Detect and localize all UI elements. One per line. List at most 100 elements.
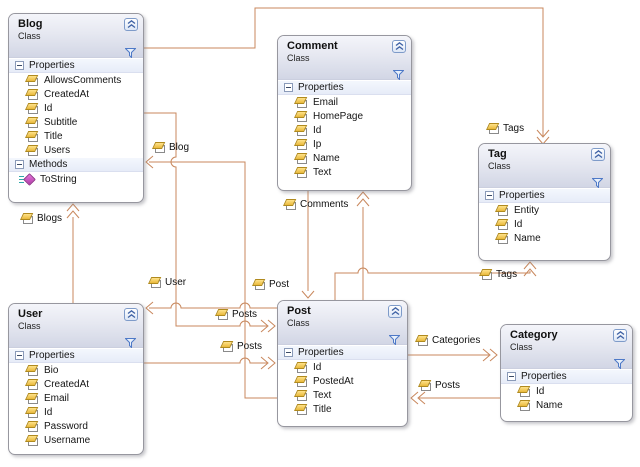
filter-icon[interactable]: [613, 356, 626, 370]
properties-section-header[interactable]: Properties: [278, 80, 411, 95]
collapse-section-icon[interactable]: [284, 83, 293, 92]
property-icon: [20, 213, 33, 224]
association-label-tags-top[interactable]: Tags: [486, 122, 524, 134]
property-row[interactable]: Text: [278, 165, 411, 179]
property-icon: [294, 139, 307, 150]
properties-section-header[interactable]: Properties: [479, 188, 610, 203]
association-post-user[interactable]: [145, 301, 277, 315]
association-label-posts-from-user[interactable]: Posts: [220, 340, 262, 352]
collapse-button[interactable]: [388, 305, 402, 318]
class-stereotype: Class: [488, 161, 511, 171]
class-category[interactable]: Category Class Properties Id Name: [500, 324, 633, 422]
collapse-button[interactable]: [591, 148, 605, 161]
collapse-section-icon[interactable]: [485, 191, 494, 200]
property-row[interactable]: HomePage: [278, 109, 411, 123]
property-icon: [215, 309, 228, 320]
property-row[interactable]: Id: [9, 101, 143, 115]
property-row[interactable]: Title: [9, 129, 143, 143]
property-label: Title: [44, 130, 63, 142]
property-row[interactable]: Id: [501, 384, 632, 398]
class-header: Category Class: [501, 325, 632, 370]
property-row[interactable]: Password: [9, 419, 143, 433]
property-label: Id: [536, 385, 545, 397]
collapse-button[interactable]: [392, 40, 406, 53]
collapse-section-icon[interactable]: [15, 351, 24, 360]
association-label-tags-bottom[interactable]: Tags: [479, 268, 517, 280]
association-user-blogs[interactable]: [66, 203, 80, 303]
property-label: Email: [313, 96, 339, 108]
filter-icon[interactable]: [591, 175, 604, 189]
collapse-section-icon[interactable]: [15, 61, 24, 70]
property-row[interactable]: CreatedAt: [9, 377, 143, 391]
collapse-section-icon[interactable]: [284, 348, 293, 357]
association-category-posts[interactable]: [410, 391, 500, 405]
association-label-blogs[interactable]: Blogs: [20, 212, 62, 224]
class-stereotype: Class: [287, 318, 310, 328]
property-row[interactable]: Bio: [9, 363, 143, 377]
association-blog-posts[interactable]: [144, 112, 276, 333]
property-row[interactable]: Email: [278, 95, 411, 109]
association-post-tags[interactable]: [334, 261, 537, 300]
collapse-button[interactable]: [613, 329, 627, 342]
property-row[interactable]: Title: [278, 402, 407, 416]
property-row[interactable]: CreatedAt: [9, 87, 143, 101]
class-header: Comment Class: [278, 36, 411, 81]
association-post-blog[interactable]: [145, 155, 277, 399]
property-row[interactable]: Username: [9, 433, 143, 447]
property-row[interactable]: Id: [278, 123, 411, 137]
method-icon: [19, 174, 34, 185]
class-stereotype: Class: [287, 53, 310, 63]
properties-section-header[interactable]: Properties: [9, 58, 143, 73]
methods-section-header[interactable]: Methods: [9, 157, 143, 172]
class-user[interactable]: User Class Properties Bio CreatedAt Emai…: [8, 303, 144, 455]
association-post-comments[interactable]: [356, 191, 370, 300]
class-comment[interactable]: Comment Class Properties Email HomePage …: [277, 35, 412, 191]
properties-section-header[interactable]: Properties: [9, 348, 143, 363]
association-label-posts-from-blog[interactable]: Posts: [215, 308, 257, 320]
association-label-user[interactable]: User: [148, 276, 186, 288]
association-label-categories[interactable]: Categories: [415, 334, 480, 346]
method-row[interactable]: ToString: [9, 172, 143, 187]
filter-icon[interactable]: [124, 335, 137, 349]
property-icon: [294, 362, 307, 373]
property-row[interactable]: PostedAt: [278, 374, 407, 388]
association-label-blog[interactable]: Blog: [152, 141, 189, 153]
filter-icon[interactable]: [392, 67, 405, 81]
association-post-categories[interactable]: [408, 348, 498, 362]
association-label-post[interactable]: Post: [252, 278, 289, 290]
association-label-posts-from-category[interactable]: Posts: [418, 379, 460, 391]
property-row[interactable]: Users: [9, 143, 143, 157]
association-user-posts[interactable]: [144, 356, 276, 370]
class-blog[interactable]: Blog Class Properties AllowsComments Cre…: [8, 13, 144, 203]
section-title: Methods: [29, 159, 68, 170]
class-post[interactable]: Post Class Properties Id PostedAt Text T…: [277, 300, 408, 427]
collapse-button[interactable]: [124, 18, 138, 31]
property-icon: [495, 205, 508, 216]
filter-icon[interactable]: [124, 45, 137, 59]
property-icon: [25, 131, 38, 142]
association-label-comments[interactable]: Comments: [283, 198, 348, 210]
collapse-section-icon[interactable]: [15, 160, 24, 169]
class-tag[interactable]: Tag Class Properties Entity Id Name: [478, 143, 611, 261]
property-row[interactable]: AllowsComments: [9, 73, 143, 87]
collapse-section-icon[interactable]: [507, 372, 516, 381]
property-row[interactable]: Text: [278, 388, 407, 402]
property-row[interactable]: Name: [501, 398, 632, 412]
properties-section-header[interactable]: Properties: [501, 369, 632, 384]
property-row[interactable]: Email: [9, 391, 143, 405]
property-row[interactable]: Id: [278, 360, 407, 374]
property-row[interactable]: Name: [278, 151, 411, 165]
association-comment-post[interactable]: [301, 191, 315, 299]
property-row[interactable]: Entity: [479, 203, 610, 217]
property-row[interactable]: Id: [9, 405, 143, 419]
property-row[interactable]: Ip: [278, 137, 411, 151]
collapse-button[interactable]: [124, 308, 138, 321]
association-label-text: Posts: [237, 340, 263, 352]
property-row[interactable]: Subtitle: [9, 115, 143, 129]
property-row[interactable]: Id: [479, 217, 610, 231]
filter-icon[interactable]: [388, 332, 401, 346]
property-row[interactable]: Name: [479, 231, 610, 245]
property-icon: [148, 277, 161, 288]
properties-section-header[interactable]: Properties: [278, 345, 407, 360]
